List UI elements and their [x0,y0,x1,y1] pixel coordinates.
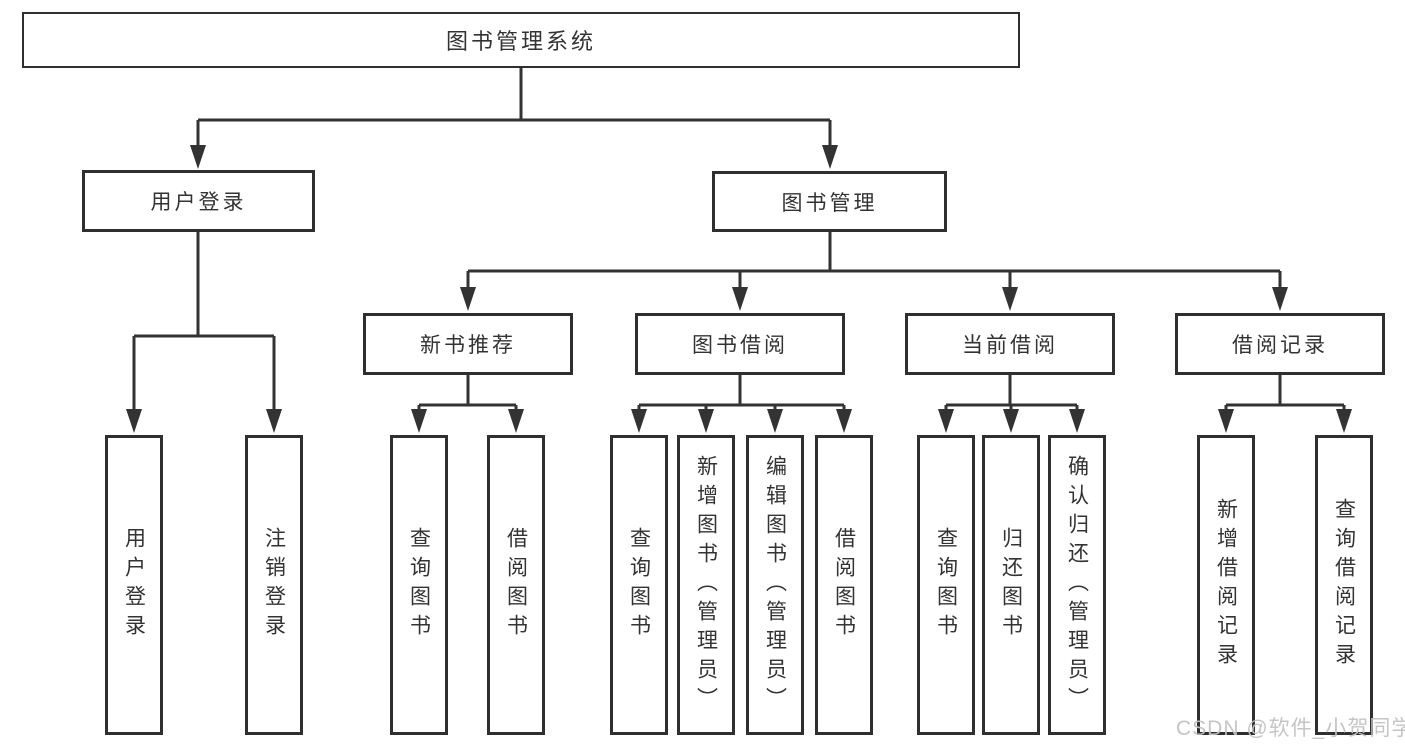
connector-bookmgmt-to-level3 [466,232,1282,290]
arrowheads-userlogin-children [126,409,282,433]
arrowheads-level3 [460,287,1288,311]
leaf-query-books-3: 查询图书 [917,435,975,735]
connector-current-children [944,374,1079,412]
leaf-borrow-books-1: 借阅图书 [487,435,545,735]
node-book-borrow: 图书借阅 [635,313,845,375]
arrowheads-records-children [1218,409,1352,433]
leaf-user-login: 用户登录 [105,435,163,735]
node-new-book-recommend: 新书推荐 [363,313,573,375]
arrowheads-current-children [938,409,1085,433]
leaf-borrow-books-2: 借阅图书 [815,435,873,735]
leaf-return-books: 归还图书 [982,435,1040,735]
leaf-add-books-admin: 新增图书（管理员） [677,435,735,735]
leaf-logout: 注销登录 [245,435,303,735]
connector-newbooks-children [417,374,518,412]
leaf-confirm-return-admin: 确认归还（管理员） [1048,435,1106,735]
leaf-query-borrow-record: 查询借阅记录 [1315,435,1373,735]
leaf-add-borrow-record: 新增借阅记录 [1197,435,1255,735]
arrowheads-level2 [190,145,838,169]
connector-root-to-level2 [196,68,832,148]
arrowheads-newbooks-children [411,409,524,433]
arrowheads-borrow-children [631,409,852,433]
leaf-edit-books-admin: 编辑图书（管理员） [746,435,804,735]
node-current-borrow: 当前借阅 [905,313,1115,375]
node-user-login: 用户登录 [82,170,315,232]
connector-borrow-children [637,374,846,412]
leaf-query-books-1: 查询图书 [390,435,448,735]
connector-userlogin-children [132,232,276,412]
node-system-root: 图书管理系统 [22,12,1020,68]
connector-records-children [1224,374,1346,412]
node-book-management: 图书管理 [712,171,947,232]
leaf-query-books-2: 查询图书 [610,435,668,735]
csdn-watermark: CSDN @软件_小贺同学 [1176,717,1405,740]
node-borrow-records: 借阅记录 [1175,313,1385,375]
